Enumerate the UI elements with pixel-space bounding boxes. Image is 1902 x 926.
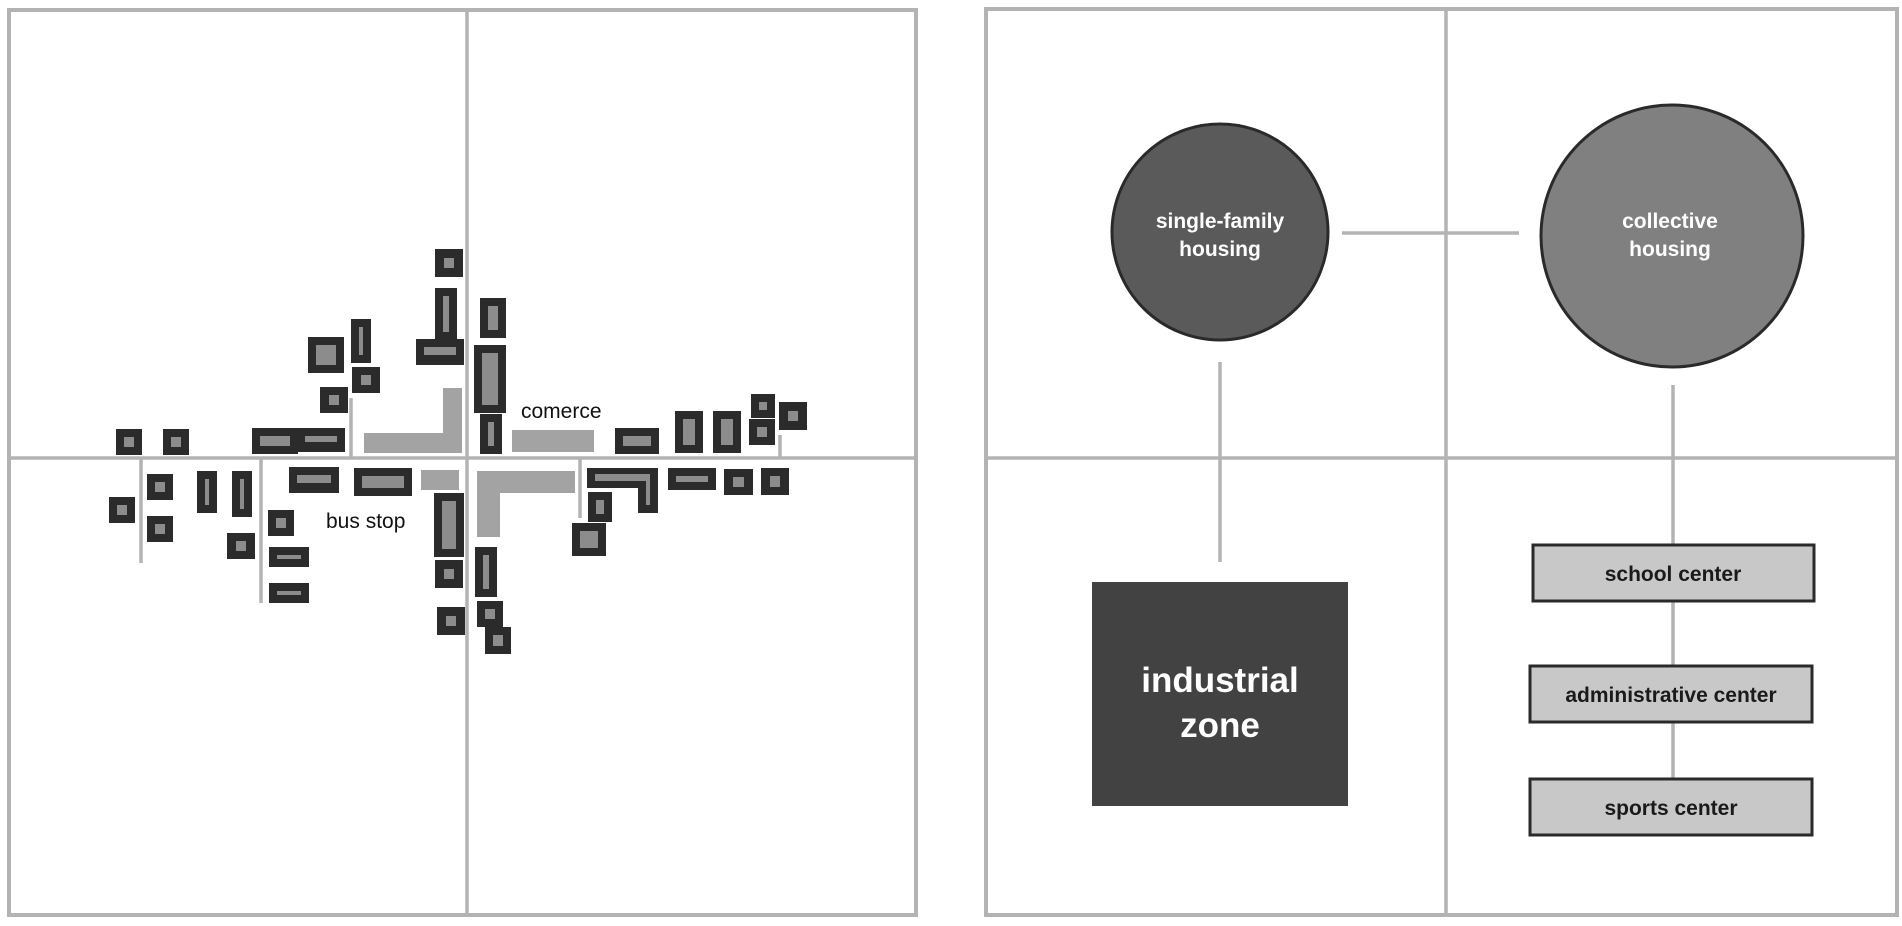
single-family-label-line2: housing xyxy=(1179,238,1261,261)
industrial-zone-node: industrial zone xyxy=(1092,582,1348,806)
industrial-label-line1: industrial xyxy=(1141,661,1299,700)
school-center-box xyxy=(1531,543,1816,603)
school-center-label: school center xyxy=(1605,563,1742,586)
administrative-center-node: administrative center xyxy=(1528,664,1814,724)
collective-housing-node: collective housing xyxy=(1539,103,1805,369)
comerce-label: comerce xyxy=(521,400,602,423)
industrial-zone-box xyxy=(1092,582,1348,806)
single-family-circle xyxy=(1110,122,1330,342)
bus-stop-block xyxy=(421,470,459,490)
collective-label-line1: collective xyxy=(1622,210,1718,233)
commerce-block-l xyxy=(364,388,462,453)
sports-center-box xyxy=(1528,777,1814,837)
single-family-label-line1: single-family xyxy=(1156,210,1285,233)
secondary-streets xyxy=(139,398,782,603)
school-center-node: school center xyxy=(1531,543,1816,603)
single-family-housing-node: single-family housing xyxy=(1110,122,1330,342)
commerce-block xyxy=(512,430,594,452)
commercial-blocks xyxy=(364,388,594,537)
buildings xyxy=(109,249,807,654)
right-diagram-panel: single-family housing collective housing… xyxy=(984,7,1899,917)
administrative-center-label: administrative center xyxy=(1565,684,1776,707)
collective-circle xyxy=(1539,103,1805,369)
sports-center-node: sports center xyxy=(1528,777,1814,837)
industrial-label-line2: zone xyxy=(1180,706,1260,745)
administrative-center-box xyxy=(1528,664,1814,724)
collective-label-line2: housing xyxy=(1629,238,1711,261)
sports-center-label: sports center xyxy=(1604,797,1737,820)
bus-stop-label: bus stop xyxy=(326,510,405,533)
commerce-block-l2 xyxy=(477,471,575,537)
left-panel-frame xyxy=(7,8,918,917)
left-map-panel: comerce bus stop xyxy=(7,8,918,917)
